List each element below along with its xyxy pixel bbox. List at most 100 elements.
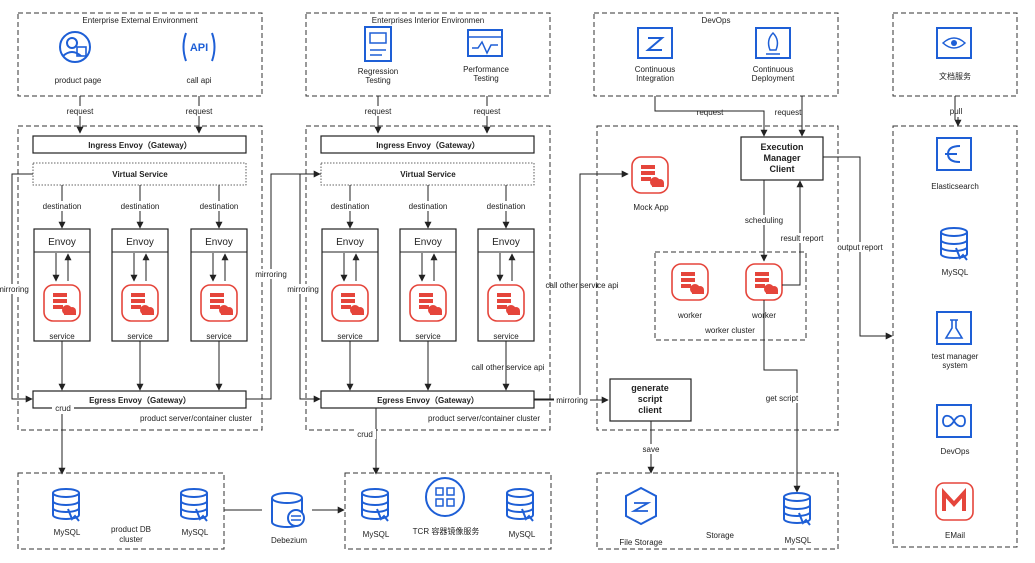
cluster-1-egress-label: Egress Envoy（Gateway） — [89, 395, 191, 405]
tcr-mysql-label-1: MySQL — [363, 530, 390, 539]
result-report-label: result report — [781, 234, 824, 243]
call-api-label: call api — [187, 76, 212, 85]
debezium-icon — [271, 492, 305, 528]
service-label: service — [415, 332, 441, 341]
product-db-frame — [17, 472, 225, 550]
destination-label: destination — [121, 202, 160, 211]
interior-environment: Enterprises Interior Environmen Regressi… — [305, 12, 551, 97]
request-label-4: request — [474, 107, 501, 116]
storage-label: Storage — [706, 531, 735, 540]
worker-cluster-label: worker cluster — [704, 326, 755, 335]
file-storage-icon — [625, 486, 657, 526]
destination-label: destination — [200, 202, 239, 211]
call-other-api-label-2: call other service api — [472, 363, 545, 372]
get-script-label: get script — [766, 394, 799, 403]
regression-testing-icon — [364, 26, 392, 62]
cluster-1-ingress-label: Ingress Envoy（Gateway） — [88, 140, 192, 150]
elasticsearch-label: Elasticsearch — [931, 182, 979, 191]
mysql-label: MySQL — [942, 268, 969, 277]
envoy-label: Envoy — [126, 237, 154, 248]
execution-manager-line-1: Execution — [760, 142, 803, 152]
envoy-label: Envoy — [492, 237, 520, 248]
mysql-icon — [940, 227, 968, 261]
mock-app-label: Mock App — [633, 203, 669, 212]
tcr-label: TCR 容器镜像服务 — [413, 526, 480, 536]
devops-environment: DevOps Continuous Integration Continuous… — [593, 12, 839, 97]
test-manager-icon — [936, 311, 972, 345]
cluster-2: Ingress Envoy（Gateway） Virtual Service — [305, 125, 551, 431]
cluster-2-frame — [305, 125, 551, 431]
devops-title: DevOps — [702, 16, 731, 25]
tcr-registry-icon — [425, 477, 465, 517]
email-label: EMail — [945, 531, 965, 540]
mock-app-icon — [631, 156, 669, 194]
worker-cluster-frame — [654, 251, 807, 341]
service-icon — [200, 284, 238, 322]
cluster-2-virtual-service-label: Virtual Service — [400, 170, 456, 179]
envoy-label: Envoy — [48, 237, 76, 248]
scheduling-label: scheduling — [745, 216, 783, 225]
storage-frame — [596, 472, 839, 550]
continuous-deployment-icon — [755, 27, 791, 59]
storage-cluster: File Storage Storage MySQL — [596, 472, 839, 550]
request-label-3: request — [365, 107, 392, 116]
execution-manager-line-2: Manager — [763, 153, 801, 163]
destination-label: destination — [487, 202, 526, 211]
cluster-2-ingress — [320, 135, 535, 154]
service-label: service — [49, 332, 75, 341]
regression-label-1: Regression — [358, 67, 398, 76]
envoy-label: Envoy — [414, 237, 442, 248]
docs-service: 文档服务 — [892, 12, 1018, 97]
interior-title: Enterprises Interior Environmen — [372, 16, 485, 25]
call-other-api-label-1: call other service api — [546, 281, 619, 290]
destination-label: destination — [43, 202, 82, 211]
tcr-cluster: MySQL TCR 容器镜像服务 MySQL — [344, 472, 552, 550]
cd-label-2: Deployment — [752, 74, 795, 83]
service-icon — [43, 284, 81, 322]
service-icon — [409, 284, 447, 322]
performance-label-1: Performance — [463, 65, 509, 74]
envoy-label: Envoy — [336, 237, 364, 248]
tcr-mysql-label-2: MySQL — [509, 530, 536, 539]
regression-label-2: Testing — [365, 76, 390, 85]
cluster-1: Ingress Envoy（Gateway） Virtual Service — [17, 125, 263, 431]
devops-frame — [593, 12, 839, 97]
devops-infinity-icon — [936, 404, 972, 438]
db-icon-1 — [52, 488, 80, 522]
testing-platform: Mock App Execution Manager Client worker… — [596, 125, 893, 493]
request-label-2: request — [186, 107, 213, 116]
email-icon — [935, 482, 974, 521]
destination-label: destination — [409, 202, 448, 211]
cluster-2-egress-label: Egress Envoy（Gateway） — [377, 395, 479, 405]
cluster-connectors: mirroring mirroring mirroring crud crud … — [0, 170, 629, 475]
cluster-1-virtual-service-label: Virtual Service — [112, 170, 168, 179]
testing-platform-frame — [596, 125, 839, 431]
db-mysql-label-2: MySQL — [182, 528, 209, 537]
debezium-label: Debezium — [271, 536, 307, 545]
ci-label-1: Continuous — [635, 65, 675, 74]
service-label: service — [206, 332, 232, 341]
worker-icon-1 — [671, 263, 709, 301]
db-icon-2 — [180, 488, 208, 522]
worker-icon-2 — [745, 263, 783, 301]
interior-frame — [305, 12, 551, 97]
product-db-label-1: product DB — [111, 525, 151, 534]
cluster-1-footer: product server/container cluster — [140, 414, 252, 423]
execution-manager-line-3: Client — [769, 164, 794, 174]
shared-services: Elasticsearch MySQL test manager system … — [892, 125, 1018, 548]
service-label: service — [337, 332, 363, 341]
cd-label-1: Continuous — [753, 65, 793, 74]
generate-script-line-2: script — [638, 394, 663, 404]
product-page-icon — [59, 31, 91, 63]
elasticsearch-icon — [936, 137, 972, 171]
generate-script-line-1: generate — [631, 383, 669, 393]
svg-text:API: API — [190, 42, 208, 54]
